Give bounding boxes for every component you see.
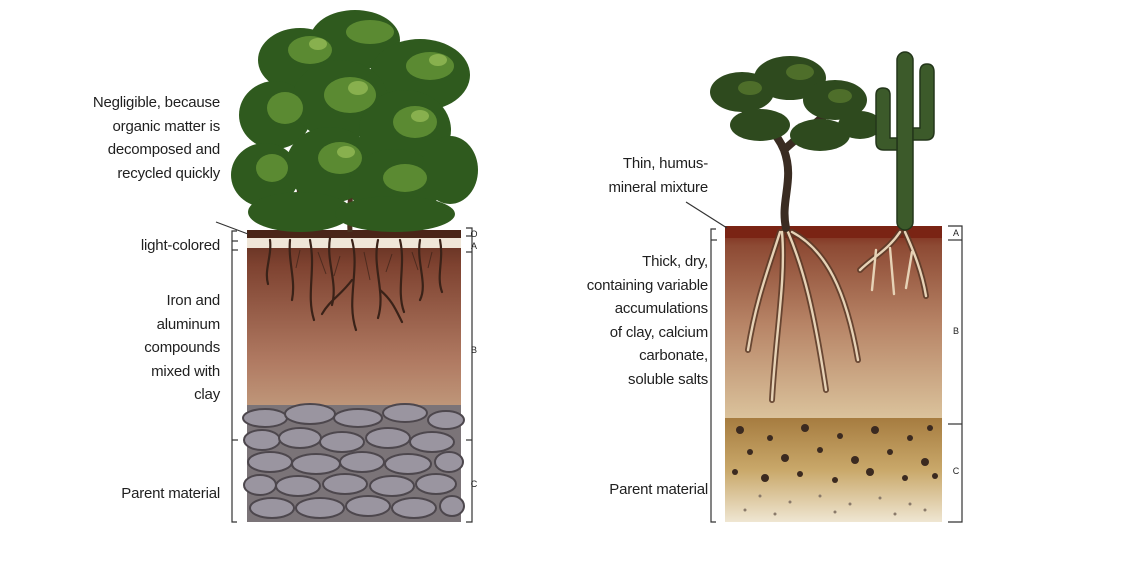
left-horizon-a: A [468, 241, 480, 251]
right-soil-profile [725, 226, 942, 522]
left-o-horizon-label: Negligible, because organic matter is de… [20, 91, 220, 185]
right-horizon-b: B [950, 326, 962, 336]
desert-tree-icon [710, 56, 882, 228]
right-horizon-c: C [950, 466, 962, 476]
left-horizon-o: O [468, 229, 480, 239]
left-e-horizon-label: light-colored [60, 234, 220, 258]
saguaro-cactus-icon [876, 52, 934, 230]
right-o-horizon-label: Thin, humus- mineral mixture [500, 152, 708, 199]
left-horizon-b: B [468, 345, 480, 355]
left-b-horizon-label: Iron and aluminum compounds mixed with c… [60, 289, 220, 407]
right-c-horizon-label: Parent material [520, 478, 708, 502]
right-b-horizon-label: Thick, dry, containing variable accumula… [500, 250, 708, 391]
tropical-tree-icon [231, 10, 478, 232]
right-horizon-a: A [950, 228, 962, 238]
left-c-horizon-label: Parent material [40, 482, 220, 506]
left-horizon-c: C [468, 479, 480, 489]
left-soil-profile [243, 230, 464, 522]
